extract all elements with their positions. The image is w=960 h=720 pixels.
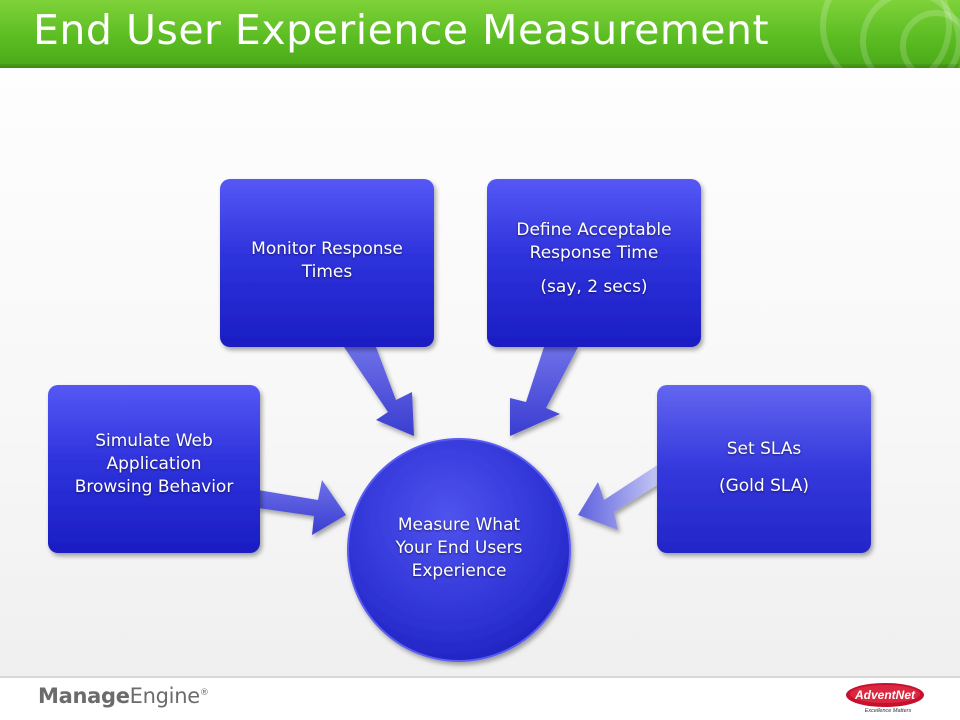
center-label: Measure What Your End Users Experience	[368, 514, 550, 583]
node-simulate-line-3: Browsing Behavior	[74, 477, 234, 497]
adventnet-logo: AdventNet Excellence Matters	[846, 683, 924, 713]
decorative-swirl	[900, 10, 960, 68]
node-define-line-3: (say, 2 secs)	[540, 277, 648, 297]
node-define-line-2: Response Time	[529, 243, 659, 263]
node-monitor-line-2: Times	[301, 262, 353, 282]
svg-text:Excellence Matters: Excellence Matters	[865, 708, 912, 713]
center-line-2: Your End Users	[395, 538, 523, 558]
node-simulate-line-2: Application	[106, 454, 202, 474]
node-monitor-line-1: Monitor Response	[251, 239, 403, 259]
brand-registered-mark: ®	[199, 688, 209, 698]
node-sla-label: Set SLAs (Gold SLA)	[657, 438, 871, 498]
slide-title: End User Experience Measurement	[33, 6, 770, 54]
manageengine-logo: ManageEngine®	[38, 684, 209, 708]
center-circle	[347, 438, 571, 662]
node-sla-line-2: (Gold SLA)	[718, 476, 810, 496]
cycle-diagram	[48, 179, 871, 662]
arrow-define-to-center	[510, 347, 578, 436]
brand-manage: Manage	[38, 684, 130, 708]
arrow-simulate-to-center	[258, 480, 346, 535]
node-define-line-1: Define Acceptable	[516, 220, 672, 240]
center-line-3: Experience	[411, 561, 507, 581]
title-bar: End User Experience Measurement	[0, 0, 960, 68]
node-sla-box	[657, 385, 871, 553]
node-simulate-box	[48, 385, 260, 553]
svg-text:AdventNet: AdventNet	[854, 688, 916, 702]
node-simulate-label: Simulate Web Application Browsing Behavi…	[48, 430, 260, 499]
brand-engine: Engine	[129, 684, 200, 708]
node-monitor-box	[220, 179, 434, 347]
arrow-monitor-to-center	[344, 347, 414, 436]
footer: ManageEngine® AdventNet Excellence Matte…	[0, 676, 960, 720]
node-simulate-line-1: Simulate Web	[95, 431, 213, 451]
node-define-label: Define Acceptable Response Time (say, 2 …	[487, 219, 701, 299]
arrow-sla-to-center	[578, 462, 662, 530]
node-monitor-label: Monitor Response Times	[220, 238, 434, 284]
node-sla-line-1: Set SLAs	[726, 439, 802, 459]
node-define-box	[487, 179, 701, 347]
footer-divider	[0, 676, 960, 678]
center-line-1: Measure What	[397, 515, 521, 535]
